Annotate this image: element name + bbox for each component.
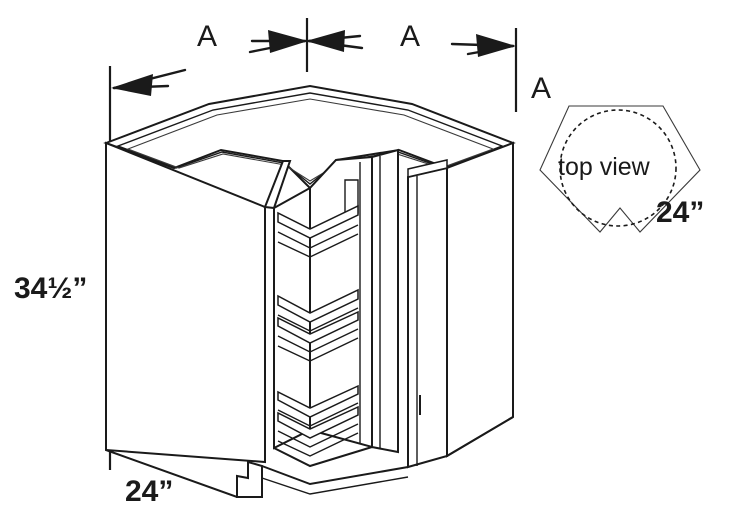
shelf-middle-lower-tray (277, 310, 359, 344)
shelf-middle-upper-edge (277, 307, 359, 332)
dimension-label-a-left: A (197, 20, 218, 53)
toe-kick-base (236, 460, 263, 498)
shelf-top-lip (277, 233, 359, 258)
shelf-top (277, 204, 359, 258)
dimension-arrow-left (111, 68, 187, 96)
shelf-bottom-lip (277, 432, 359, 457)
cabinet-front-base-rail (261, 465, 409, 486)
cabinet-door-right-leaf (407, 166, 448, 469)
shelf-top-surface (277, 204, 359, 239)
lazy-susan-shelves (277, 204, 359, 457)
cabinet-front-base-rail-lower (261, 476, 409, 495)
shelf-bottom (277, 384, 359, 457)
cabinet-door-left-leaf (371, 148, 399, 454)
dimension-arrow-center-left (248, 30, 308, 54)
shelf-bottom-upper-edge (277, 402, 359, 427)
top-view-diagram (539, 105, 701, 233)
dimension-label-a-side: A (531, 72, 552, 105)
width-dimension-label: 24” (125, 475, 174, 508)
dimension-label-a-right: A (400, 20, 421, 53)
cabinet-interior-floor (273, 446, 373, 468)
top-view-caption: top view (558, 153, 650, 181)
cabinet-left-side-panel (105, 141, 266, 464)
dimension-arrow-right (450, 34, 516, 57)
height-dimension-label: 34½” (14, 272, 88, 305)
top-view-lazy-susan-circle (559, 109, 677, 227)
cabinet-right-side-bottom (446, 416, 514, 457)
top-view-outline (539, 105, 701, 233)
top-dimension-group (108, 18, 518, 150)
cabinet-door-right-top-cap (407, 159, 448, 178)
cabinet-body (103, 84, 516, 498)
cabinet-corner-post (263, 160, 292, 210)
shelf-bottom-lower-edge (277, 423, 359, 448)
cabinet-right-side-panel (446, 141, 514, 458)
shelf-middle-upper-tray (277, 288, 359, 323)
shelf-bottom-lower-tray (277, 405, 359, 439)
shelf-middle-lip (277, 337, 359, 362)
shelf-top-front-edge (277, 224, 359, 249)
shelf-middle-lower-edge (277, 328, 359, 353)
shelf-middle (277, 288, 359, 362)
top-view-depth-label: 24” (656, 196, 705, 229)
dimension-arrow-center-right (306, 30, 364, 52)
shelf-bottom-upper-tray (277, 384, 359, 418)
